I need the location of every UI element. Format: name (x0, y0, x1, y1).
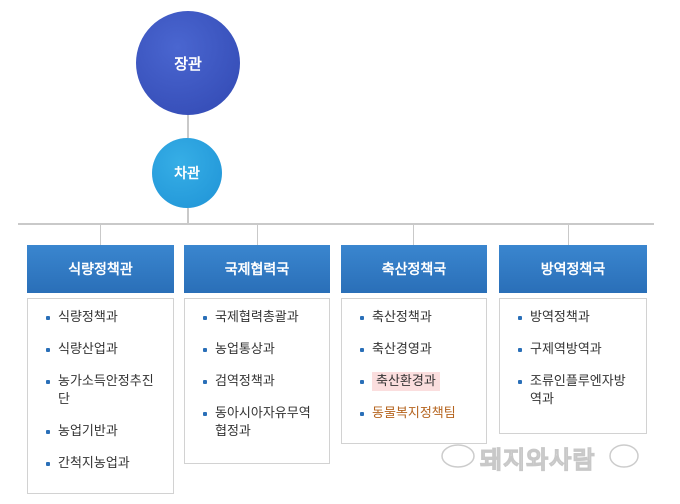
list-item: 식량정책과 (46, 309, 163, 327)
list-item: 농업통상과 (203, 341, 319, 359)
watermark-right-shape (609, 444, 639, 468)
bullet-icon (360, 348, 364, 352)
dept-title: 국제협력국 (224, 262, 290, 278)
drop-line-3 (413, 224, 414, 245)
list-item: 구제역방역과 (518, 341, 636, 359)
list-item: 축산정책과 (360, 309, 476, 327)
list-item: 검역정책과 (203, 373, 319, 391)
dept-header-quarantine: 방역정책국 (499, 245, 647, 293)
list-item: 식량산업과 (46, 341, 163, 359)
dept-header-livestock: 축산정책국 (341, 245, 487, 293)
list-item: 농업기반과 (46, 423, 163, 441)
dept-title: 축산정책국 (381, 262, 447, 278)
dept-list-livestock: 축산정책과 축산경영과 축산환경과 동물복지정책팀 (341, 298, 487, 444)
bullet-icon (46, 316, 50, 320)
minister-node: 장관 (136, 11, 240, 115)
watermark-left-shape (441, 444, 475, 468)
list-item: 국제협력총괄과 (203, 309, 319, 327)
drop-line-2 (257, 224, 258, 245)
list-item: 축산경영과 (360, 341, 476, 359)
bullet-icon (360, 380, 364, 384)
dept-header-food-policy: 식량정책관 (27, 245, 174, 293)
bullet-icon (518, 380, 522, 384)
connector-vice-bus (187, 208, 189, 224)
bullet-icon (360, 316, 364, 320)
watermark-text: 돼지와사람 (479, 446, 596, 475)
dept-list-quarantine: 방역정책과 구제역방역과 조류인플루엔자방역과 (499, 298, 647, 434)
list-item: 조류인플루엔자방역과 (518, 373, 636, 409)
dept-title: 방역정책국 (540, 262, 606, 278)
bullet-icon (46, 348, 50, 352)
bullet-icon (46, 462, 50, 466)
list-item-highlighted: 축산환경과 (360, 372, 476, 391)
list-item: 방역정책과 (518, 309, 636, 327)
bullet-icon (46, 430, 50, 434)
bullet-icon (46, 380, 50, 384)
vice-minister-label: 차관 (174, 166, 200, 182)
dept-list-food-policy: 식량정책과 식량산업과 농가소득안정추진단 농업기반과 간척지농업과 (27, 298, 174, 494)
horizontal-bus-line (18, 223, 654, 225)
vice-minister-node: 차관 (152, 138, 222, 208)
dept-list-international: 국제협력총괄과 농업통상과 검역정책과 동아시아자유무역협정과 (184, 298, 330, 464)
bullet-icon (518, 316, 522, 320)
connector-minister-vice (187, 115, 189, 138)
bullet-icon (203, 412, 207, 416)
minister-label: 장관 (174, 54, 202, 73)
list-item: 동아시아자유무역협정과 (203, 405, 319, 441)
dept-title: 식량정책관 (68, 262, 133, 278)
bullet-icon (518, 348, 522, 352)
bullet-icon (203, 348, 207, 352)
watermark-logo (441, 444, 639, 468)
bullet-icon (360, 412, 364, 416)
list-item: 농가소득안정추진단 (46, 373, 163, 409)
bullet-icon (203, 316, 207, 320)
list-item: 간척지농업과 (46, 455, 163, 473)
drop-line-1 (100, 224, 101, 245)
drop-line-4 (568, 224, 569, 245)
list-item-team: 동물복지정책팀 (360, 405, 476, 423)
dept-header-international: 국제협력국 (184, 245, 330, 293)
bullet-icon (203, 380, 207, 384)
